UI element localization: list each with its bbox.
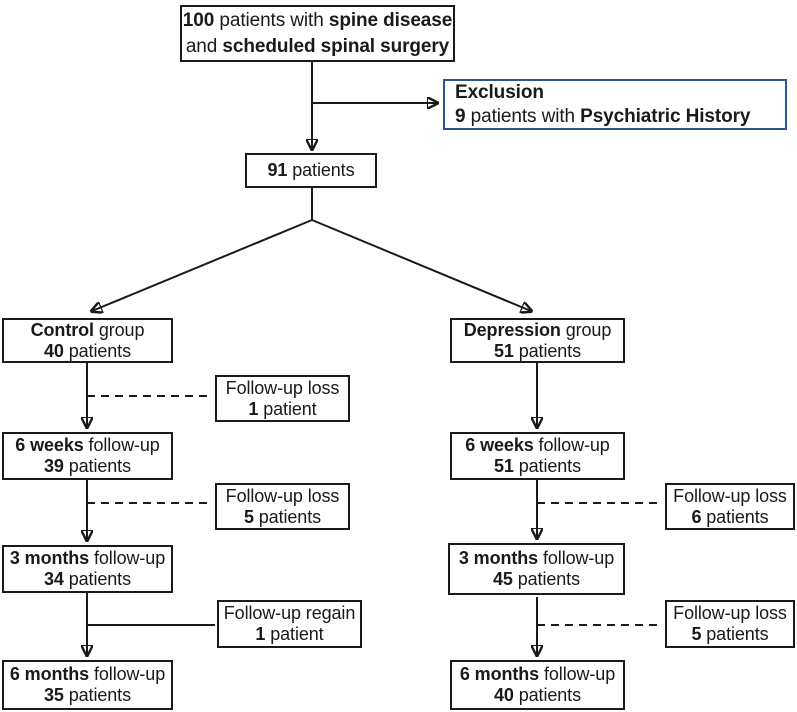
box-control-loss-1: Follow-up loss 1 patient — [215, 375, 350, 422]
box-depression-6-months: 6 months follow-up 40 patients — [450, 660, 625, 710]
box-depression-group-line-1: Depression group — [463, 319, 612, 340]
box-depression-group-line-2: 51 patients — [494, 340, 581, 361]
box-control-3-months: 3 months follow-up 34 patients — [2, 545, 173, 593]
box-control-6-months: 6 months follow-up 35 patients — [2, 660, 173, 710]
box-control-loss-1-line-2: 1 patient — [248, 398, 317, 419]
box-control-6-months-line-2: 35 patients — [44, 685, 131, 705]
arrow-branch-to-control — [92, 219, 313, 311]
box-depression-6-months-line-2: 40 patients — [494, 685, 581, 705]
box-eligible: 91 patients — [245, 153, 377, 188]
box-control-regain-line-1: Follow-up regain — [223, 603, 356, 623]
box-depression-6-weeks: 6 weeks follow-up 51 patients — [450, 432, 625, 480]
box-eligible-line-1: 91 patients — [267, 160, 355, 180]
box-control-loss-1-line-1: Follow-up loss — [225, 377, 340, 398]
box-exclusion-line-1: Exclusion — [455, 81, 544, 103]
box-depression-loss-2: Follow-up loss 5 patients — [665, 600, 795, 648]
box-control-group-line-2: 40 patients — [44, 340, 131, 361]
box-control-6-weeks-line-2: 39 patients — [44, 456, 131, 476]
box-control-group-line-1: Control group — [30, 319, 145, 340]
box-control-loss-2-line-1: Follow-up loss — [225, 485, 340, 506]
box-depression-loss-2-line-2: 5 patients — [691, 624, 769, 644]
box-depression-6-weeks-line-2: 51 patients — [494, 456, 581, 476]
box-enrollment-line-1: 100 patients with spine disease — [182, 9, 453, 31]
box-control-6-weeks-line-1: 6 weeks follow-up — [15, 435, 160, 455]
box-control-6-months-line-1: 6 months follow-up — [9, 664, 166, 684]
box-exclusion: Exclusion 9 patients with Psychiatric Hi… — [443, 79, 787, 130]
box-depression-6-months-line-1: 6 months follow-up — [459, 664, 616, 684]
box-depression-group: Depression group 51 patients — [450, 318, 625, 363]
box-enrollment: 100 patients with spine disease and sche… — [180, 5, 455, 62]
box-depression-loss-1-line-1: Follow-up loss — [673, 485, 787, 506]
box-control-loss-2: Follow-up loss 5 patients — [215, 483, 350, 530]
box-depression-3-months-line-1: 3 months follow-up — [458, 548, 615, 568]
box-control-regain: Follow-up regain 1 patient — [217, 600, 362, 648]
box-exclusion-line-2: 9 patients with Psychiatric History — [455, 105, 751, 127]
box-depression-3-months: 3 months follow-up 45 patients — [448, 543, 625, 595]
arrow-branch-to-depression — [311, 219, 531, 311]
box-control-3-months-line-1: 3 months follow-up — [9, 548, 166, 568]
box-depression-loss-2-line-1: Follow-up loss — [673, 603, 787, 623]
box-control-6-weeks: 6 weeks follow-up 39 patients — [2, 432, 173, 480]
box-control-3-months-line-2: 34 patients — [44, 569, 131, 589]
box-enrollment-line-2: and scheduled spinal surgery — [185, 35, 450, 57]
box-depression-loss-1: Follow-up loss 6 patients — [665, 483, 795, 530]
box-control-loss-2-line-2: 5 patients — [243, 506, 322, 527]
box-depression-6-weeks-line-1: 6 weeks follow-up — [465, 435, 610, 455]
box-depression-loss-1-line-2: 6 patients — [691, 506, 769, 527]
box-depression-3-months-line-2: 45 patients — [493, 569, 580, 589]
box-control-regain-line-2: 1 patient — [255, 624, 324, 644]
box-control-group: Control group 40 patients — [2, 318, 173, 363]
